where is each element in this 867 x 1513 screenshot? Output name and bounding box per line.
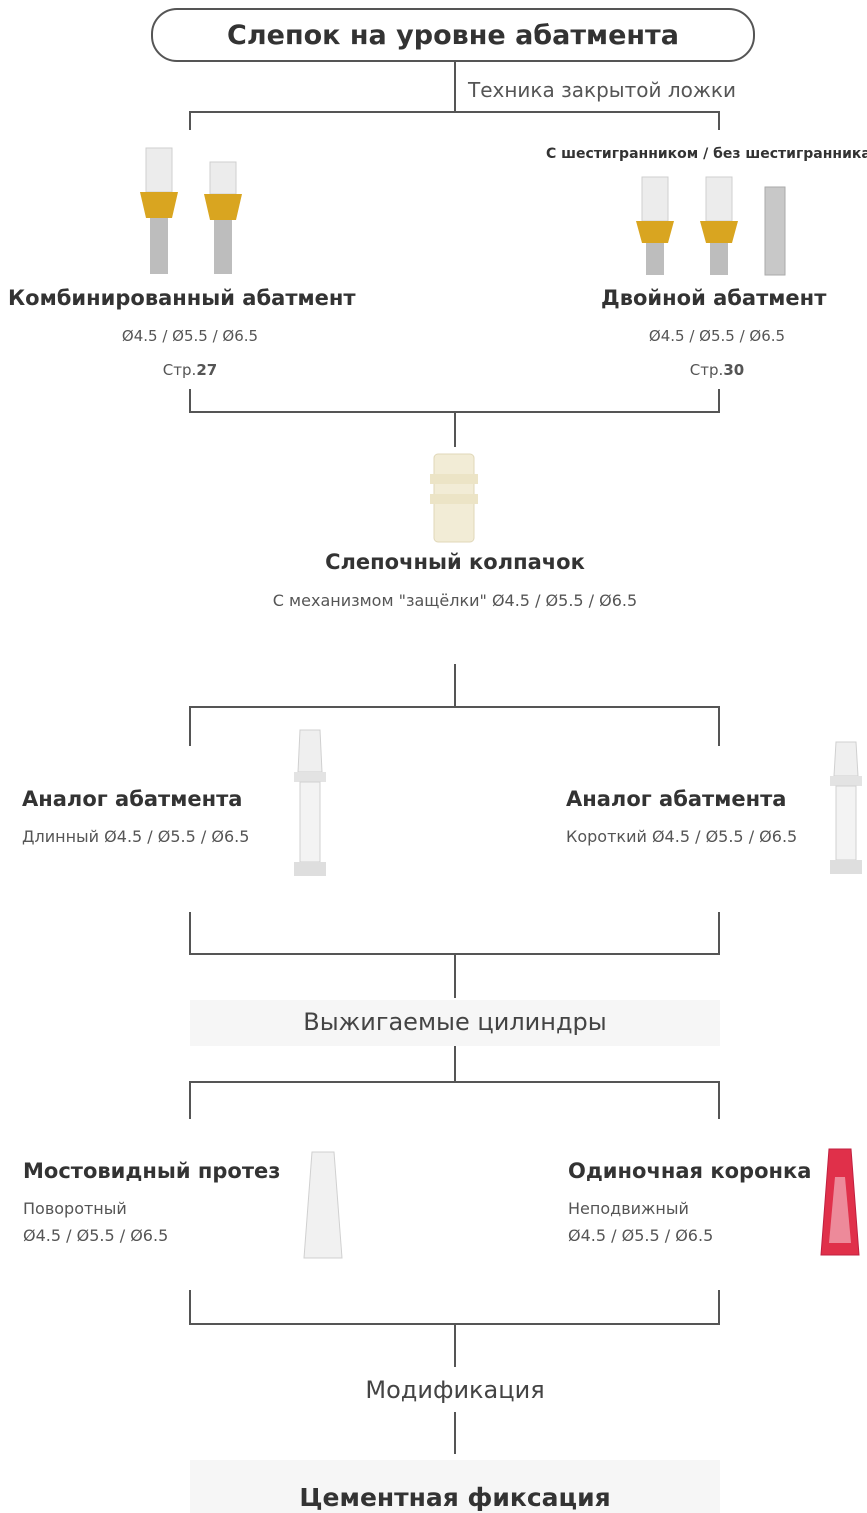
analog-long-name: Аналог абатмента [22,787,243,811]
connector [454,1323,456,1367]
crown-sizes: Ø4.5 / Ø5.5 / Ø6.5 [568,1226,714,1245]
analog-long-desc: Длинный Ø4.5 / Ø5.5 / Ø6.5 [22,827,250,846]
technique-label: Техника закрытой ложки [468,78,736,102]
double-abutment-page: Стр.30 [617,361,817,379]
connector [718,1081,720,1119]
connector [189,706,191,746]
crown-name: Одиночная коронка [568,1159,812,1183]
connector [189,1081,191,1119]
page-number: 30 [723,361,745,379]
analog-short-desc: Короткий Ø4.5 / Ø5.5 / Ø6.5 [566,827,798,846]
double-abutment-image [636,176,786,276]
modification-label: Модификация [365,1376,545,1404]
bridge-cylinder-image [303,1151,343,1259]
combined-abutment-page: Стр.27 [90,361,290,379]
analog-long-image [294,729,326,876]
burnout-band [190,1000,720,1046]
connector [454,411,456,447]
page-number: 27 [196,361,218,379]
impression-cap-name: Слепочный колпачок [325,550,585,574]
diagram-title-text: Слепок на уровне абатмента [227,19,679,51]
connector [454,1412,456,1454]
double-abutment-sizes: Ø4.5 / Ø5.5 / Ø6.5 [648,327,786,345]
diagram-title: Слепок на уровне абатмента [151,8,755,62]
crown-cylinder-image [820,1148,860,1256]
connector [189,1081,720,1083]
combined-abutment-name: Комбинированный абатмент [8,286,356,310]
page-prefix: Стр. [689,361,724,379]
bridge-sizes: Ø4.5 / Ø5.5 / Ø6.5 [23,1226,169,1245]
burnout-label: Выжигаемые цилиндры [303,1008,607,1036]
abutment-icon [140,147,178,274]
impression-cap-desc: С механизмом "защёлки" Ø4.5 / Ø5.5 / Ø6.… [272,591,638,610]
connector [189,706,720,708]
connector [718,389,720,412]
connector [189,111,191,130]
page-prefix: Стр. [162,361,197,379]
abutment-icon [204,161,242,274]
connector [454,62,456,112]
cement-label: Цементная фиксация [299,1483,611,1512]
connector [718,912,720,954]
abutment-icon [700,176,738,275]
combined-abutment-image [140,147,242,274]
connector [718,706,720,746]
connector [454,953,456,998]
connector [718,1290,720,1324]
analog-short-image [830,741,862,874]
connector [189,389,191,412]
double-abutment-name: Двойной абатмент [601,286,827,310]
connector [189,1290,191,1324]
connector [189,111,720,113]
crown-type: Неподвижный [568,1199,689,1218]
abutment-icon [636,176,674,275]
connector [718,111,720,130]
connector [454,664,456,707]
cement-band [190,1460,720,1513]
connector [454,1046,456,1082]
impression-cap-image [430,453,478,543]
bridge-name: Мостовидный протез [23,1159,281,1183]
connector [189,912,191,954]
analog-short-name: Аналог абатмента [566,787,787,811]
combined-abutment-sizes: Ø4.5 / Ø5.5 / Ø6.5 [121,327,259,345]
screw-icon [764,186,786,276]
bridge-type: Поворотный [23,1199,127,1218]
hex-note: С шестигранником / без шестигранника [546,146,867,162]
